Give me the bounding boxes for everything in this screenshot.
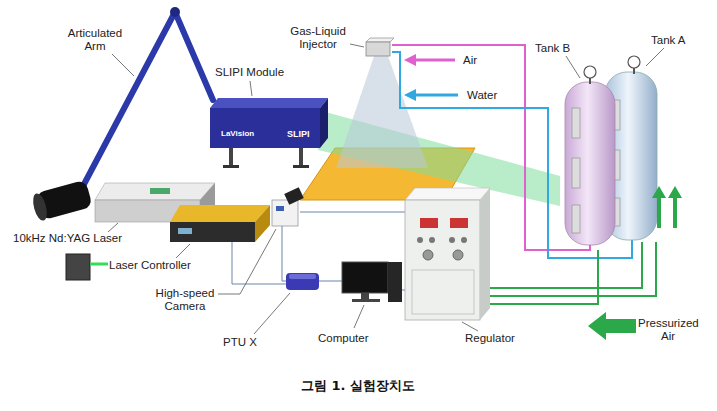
water-arrowhead — [404, 89, 416, 101]
part-label: Tank A — [651, 34, 686, 47]
part-label: SLIPI Module — [215, 66, 284, 79]
level-gauge — [572, 108, 580, 138]
leader-line — [462, 322, 478, 331]
slipi-top — [210, 98, 328, 108]
signal-wire — [319, 281, 342, 282]
arm-joint — [170, 7, 180, 17]
signal-wire — [232, 242, 286, 284]
leader-line — [566, 56, 580, 78]
air-arrow — [414, 59, 455, 62]
knob — [449, 237, 455, 243]
air-arrowhead — [404, 54, 416, 66]
water-pipe — [392, 52, 632, 258]
injector-top — [366, 38, 394, 42]
part-label: High-speed Camera — [153, 287, 217, 313]
laser-badge — [150, 188, 170, 194]
spray-cone — [336, 56, 428, 168]
regulator-display — [420, 218, 438, 228]
part-label: Articulated Arm — [62, 27, 128, 53]
part-label: Gas-Liquid Injector — [286, 25, 350, 51]
laser-top — [95, 183, 215, 200]
level-gauge — [572, 158, 580, 188]
pressure-gauge — [628, 56, 640, 68]
slipi-leg — [299, 148, 303, 166]
part-label: Regulator — [465, 332, 515, 345]
part-label: Pressurized Air — [638, 317, 698, 343]
ptu-x — [286, 273, 319, 290]
air-pipe — [392, 45, 590, 250]
flow-arrow — [652, 186, 666, 228]
regulator-top — [405, 188, 490, 200]
signal-wire — [402, 290, 405, 291]
controller-top — [170, 205, 270, 222]
pressurized-air-arrow — [588, 312, 636, 340]
gauge-stem — [633, 68, 635, 74]
optics-end — [31, 192, 50, 222]
pressurized-air-line — [480, 250, 598, 304]
camera-lens — [284, 187, 304, 205]
part-label: 10kHz Nd:YAG Laser — [13, 232, 122, 245]
gauge-stem — [589, 78, 591, 84]
knob — [453, 250, 463, 260]
camera-badge — [276, 206, 284, 211]
leader-line — [350, 44, 364, 47]
monitor-stand — [361, 293, 369, 299]
level-gauge — [572, 205, 580, 233]
pressurized-air-line — [480, 242, 656, 296]
regulator-side — [480, 188, 490, 320]
slipi-side — [320, 98, 328, 148]
tank-b — [565, 82, 615, 245]
regulator-door — [412, 270, 474, 314]
laser-controller — [170, 222, 255, 242]
leader-line — [218, 229, 276, 294]
pressure-gauge — [584, 66, 596, 78]
signal-wire — [282, 226, 286, 281]
flow-arrow — [668, 186, 682, 228]
part-label: PTU X — [223, 336, 257, 349]
regulator — [405, 200, 480, 320]
part-label: Water — [467, 89, 497, 102]
gas-liquid-injector — [366, 42, 390, 56]
monitor-base — [352, 299, 380, 302]
leader-line — [250, 81, 252, 96]
regulator-display — [450, 218, 468, 228]
knob — [461, 237, 467, 243]
part-label: SLIPI — [287, 129, 310, 140]
monitor — [342, 262, 388, 293]
knob — [417, 237, 423, 243]
leader-line — [354, 305, 364, 328]
signal-wire — [300, 212, 405, 213]
high-speed-camera — [272, 200, 298, 226]
part-label: LaVision — [221, 129, 254, 139]
part-label: Laser Controller — [109, 259, 191, 272]
knob — [429, 237, 435, 243]
leader-line — [108, 223, 118, 232]
knob — [423, 250, 433, 260]
slipi-foot — [293, 165, 309, 168]
computer-tower — [388, 262, 402, 302]
part-label: Air — [463, 54, 477, 67]
controller-side — [255, 205, 270, 242]
ptu-top — [289, 274, 316, 279]
leader-line — [112, 54, 134, 76]
part-label: Computer — [318, 332, 369, 345]
part-label: Tank B — [535, 42, 570, 55]
leader-line — [254, 293, 290, 334]
slipi-module — [210, 108, 320, 148]
arm-base — [66, 254, 90, 280]
leader-line — [646, 48, 664, 66]
water-arrow — [414, 94, 458, 97]
controller-display — [178, 228, 192, 234]
pressurized-air-line — [480, 242, 642, 288]
leader-line — [176, 244, 190, 258]
slipi-leg — [229, 148, 233, 166]
figure-caption: 그림 1. 실험장치도 — [301, 378, 415, 394]
slipi-foot — [223, 165, 239, 168]
laser-beam — [90, 263, 108, 266]
